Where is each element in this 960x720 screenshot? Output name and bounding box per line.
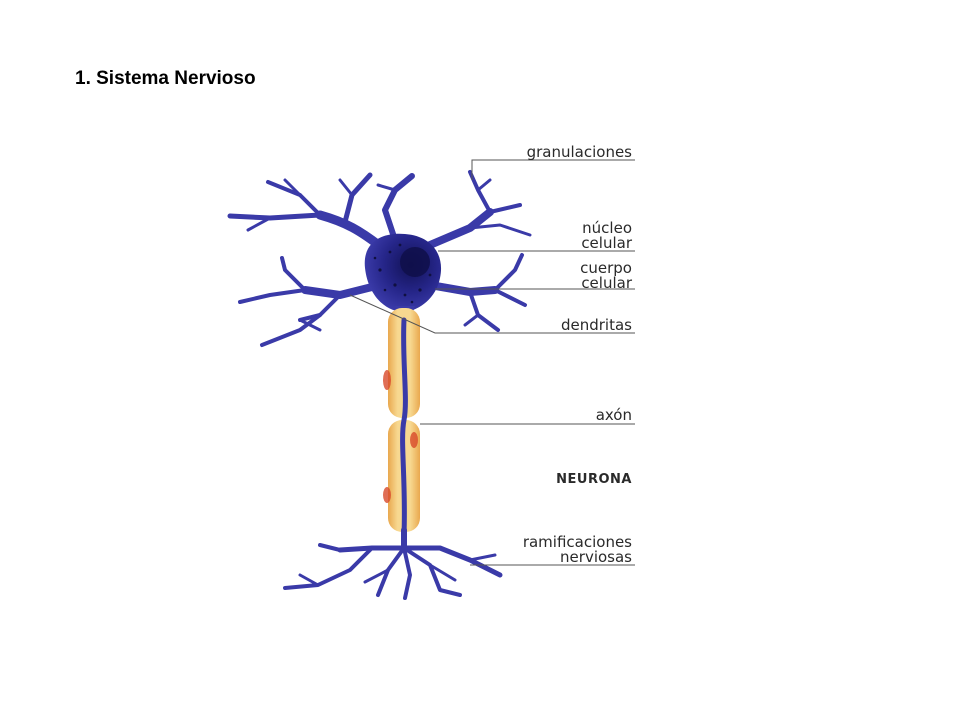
label-dendritas: dendritas (561, 316, 632, 334)
nerve-endings (283, 527, 503, 600)
label-cuerpo-2: celular (581, 274, 633, 292)
leader-lines (349, 159, 635, 566)
label-granulaciones: granulaciones (527, 143, 633, 161)
axon (400, 317, 408, 538)
label-axon: axón (596, 406, 632, 424)
label-cuerpo-1: cuerpo (580, 259, 632, 277)
cell-body (364, 233, 442, 312)
label-ramificaciones-2: nerviosas (560, 548, 632, 566)
label-nucleo-2: celular (581, 234, 633, 252)
page-title: 1. Sistema Nervioso (75, 68, 256, 89)
label-ramificaciones-1: ramificaciones (523, 533, 632, 551)
labels: granulaciones núcleo celular cuerpo celu… (523, 143, 633, 566)
nucleus (400, 247, 430, 277)
diagram-title: NEURONA (556, 472, 632, 487)
label-nucleo-1: núcleo (582, 219, 632, 237)
dendrites (227, 170, 532, 347)
